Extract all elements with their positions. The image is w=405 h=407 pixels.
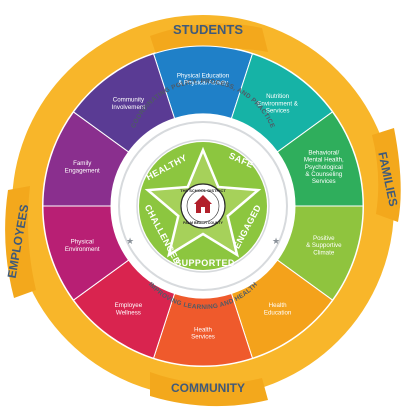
- grey-ring: [118, 121, 288, 291]
- segment-label-line: Behavioral/: [308, 149, 339, 156]
- segment-label-line: Environment: [65, 246, 100, 253]
- segment-9: [72, 53, 176, 153]
- ring-star-right: ★: [272, 236, 280, 246]
- segment-label-line: Physical: [71, 239, 94, 246]
- segment-label-line: Wellness: [116, 309, 141, 316]
- community-label: COMMUNITY: [171, 381, 245, 395]
- students-label: STUDENTS: [173, 22, 243, 37]
- segment-label-line: Health: [194, 326, 212, 333]
- component-labels: Physical Education& Physical ActivityNut…: [65, 72, 344, 340]
- segment-label-line: Psychological: [305, 164, 343, 171]
- component-segments: [42, 45, 364, 367]
- segment-label-line: & Counseling: [305, 171, 342, 178]
- grey-ring-inner: [136, 139, 270, 273]
- segment-label-line: Education: [264, 309, 292, 316]
- schoolhouse-roof-icon: [194, 195, 212, 204]
- segment-label-line: Services: [266, 108, 290, 115]
- segment-label-line: Nutrition: [266, 93, 290, 100]
- segment-label-line: Health: [269, 302, 287, 309]
- segment-label-line: Engagement: [65, 167, 100, 174]
- segment-label-line: & Physical Activity: [178, 80, 229, 87]
- employees-tab: EMPLOYEES: [5, 186, 37, 298]
- segment-label-line: Environment &: [257, 100, 298, 107]
- segment-label-0: Physical Education& Physical Activity: [177, 72, 230, 86]
- families-tab: FAMILIES: [372, 128, 401, 222]
- segment-label-line: Services: [312, 178, 336, 185]
- segment-label-line: & Supportive: [306, 242, 342, 249]
- logo-bottom-text: PALM BEACH COUNTY: [183, 221, 223, 225]
- segment-label-line: Involvement: [112, 104, 146, 111]
- segment-label-2: Behavioral/Mental Health,Psychological& …: [304, 149, 344, 185]
- segment-label-line: Family: [73, 160, 92, 167]
- segment-label-line: Services: [191, 334, 215, 341]
- segment-label-line: Community: [113, 97, 145, 104]
- segment-label-line: Mental Health,: [304, 157, 344, 164]
- segment-label-line: Climate: [313, 249, 335, 256]
- star-word-supported: SUPPORTED: [175, 258, 235, 268]
- segment-label-line: Employee: [115, 302, 143, 309]
- segment-label-line: Positive: [313, 235, 335, 242]
- community-tab: COMMUNITY: [150, 372, 268, 407]
- segment-label-line: Physical Education: [177, 72, 230, 79]
- logo-top-text: THE SCHOOL DISTRICT: [180, 188, 226, 193]
- district-logo: THE SCHOOL DISTRICT PALM BEACH COUNTY: [180, 183, 226, 229]
- ring-star-left: ★: [126, 236, 134, 246]
